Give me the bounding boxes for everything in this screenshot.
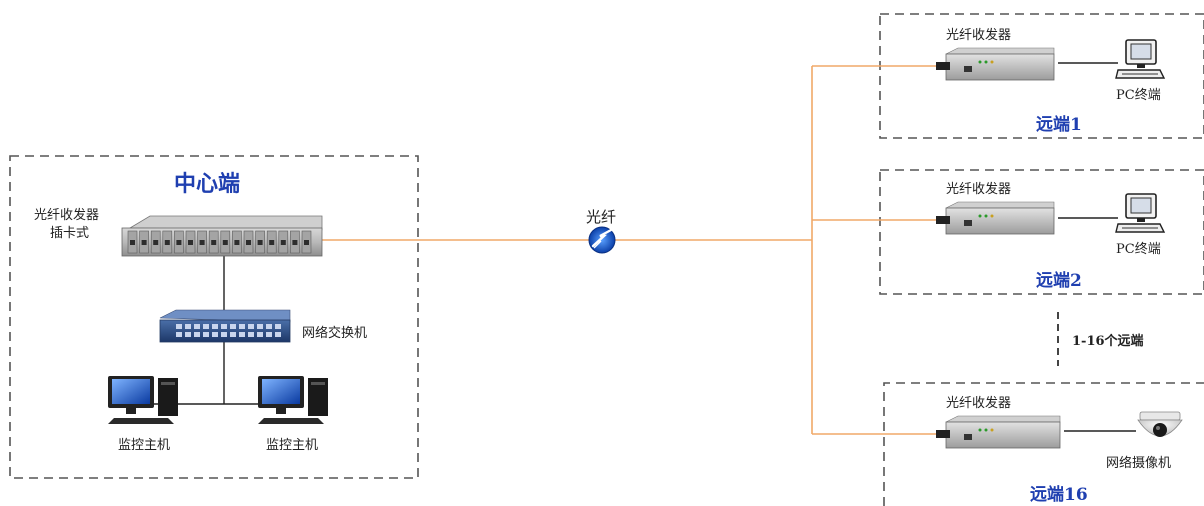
switch-port: [275, 332, 281, 337]
switch-port: [212, 332, 218, 337]
host-label: 监控主机: [118, 438, 171, 453]
rack-slot-port: [141, 240, 147, 245]
switch-port: [230, 332, 236, 337]
remote2-boundary: [879, 169, 1204, 295]
pc-terminal-icon: [1115, 39, 1166, 79]
center-site-boundary: [9, 155, 419, 479]
switch-port: [221, 324, 227, 329]
monitor-host-computer-icon-2: [258, 376, 328, 424]
switch-port: [257, 332, 263, 337]
switch-port: [203, 332, 209, 337]
switch-port: [185, 324, 191, 329]
switch-port: [194, 332, 200, 337]
remote1-device-label: PC终端: [1116, 88, 1161, 103]
monitor-host-computer-icon: [108, 376, 178, 424]
switch-port: [257, 324, 263, 329]
switch-port: [239, 332, 245, 337]
switch-port: [275, 324, 281, 329]
switch-port: [266, 324, 272, 329]
fiber-icon: [588, 226, 616, 254]
switch-label: 网络交换机: [302, 326, 368, 341]
remote2-device-label: PC终端: [1116, 242, 1161, 257]
pc-terminal-icon-2: [1115, 193, 1166, 233]
remote2-converter: [936, 201, 1055, 235]
fiber-label: 光纤: [586, 208, 617, 226]
rack-converter-type-label: 插卡式: [50, 226, 90, 241]
remote2-title: 远端2: [1036, 271, 1082, 291]
remote1-boundary: [879, 13, 1204, 139]
switch-port: [230, 324, 236, 329]
remote16-boundary: [883, 382, 1204, 506]
fiber-lines: [320, 65, 940, 435]
rack-slot-port: [188, 240, 193, 245]
switch-port: [248, 324, 254, 329]
switch-port: [266, 332, 272, 337]
network-switch: [159, 309, 291, 343]
remote1-converter: [936, 47, 1055, 81]
rack-slot-port: [304, 240, 309, 245]
rack-slot-port: [222, 240, 228, 245]
switch-port: [194, 324, 200, 329]
dome-camera-icon: [1137, 411, 1183, 437]
switch-port: [239, 324, 245, 329]
remote1-converter-label: 光纤收发器: [946, 28, 1012, 43]
remote16-title: 远端16: [1030, 485, 1088, 505]
remote16-converter-label: 光纤收发器: [946, 396, 1012, 411]
remote1-title: 远端1: [1036, 115, 1082, 135]
rack-slot-port: [153, 240, 159, 245]
rack-slot-port: [269, 240, 275, 245]
rack-slot-port: [257, 240, 263, 245]
rack-slot-port: [211, 240, 217, 245]
rack-slot-port: [234, 240, 240, 245]
rack-slot-port: [130, 240, 135, 245]
rack-slot-port: [176, 240, 182, 245]
switch-port: [248, 332, 254, 337]
switch-port: [185, 332, 191, 337]
rack-slot-port: [280, 240, 286, 245]
remote16-device-label: 网络摄像机: [1106, 456, 1172, 471]
switch-port: [203, 324, 209, 329]
switch-port: [221, 332, 227, 337]
remote16-converter: [936, 415, 1061, 449]
switch-port: [176, 332, 182, 337]
rack-slot-port: [199, 240, 205, 245]
center-site-title: 中心端: [174, 171, 241, 197]
remote-count-note: 1-16个远端: [1072, 334, 1144, 349]
switch-port: [176, 324, 182, 329]
rack-converter-label: 光纤收发器: [34, 208, 100, 223]
host-label-2: 监控主机: [266, 438, 319, 453]
rack-converter-chassis: [121, 215, 323, 257]
rack-slot-port: [246, 240, 251, 245]
rack-slot-port: [292, 240, 298, 245]
switch-port: [212, 324, 218, 329]
rack-slot-port: [164, 240, 170, 245]
remote2-converter-label: 光纤收发器: [946, 182, 1012, 197]
